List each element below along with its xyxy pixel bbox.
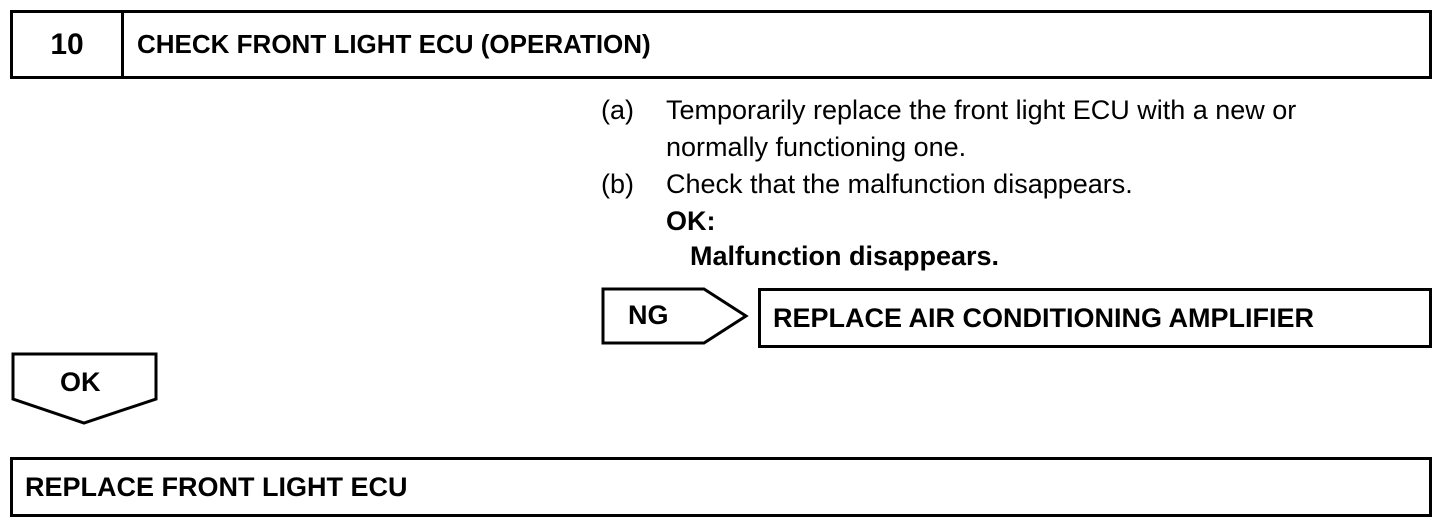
ng-action-box: REPLACE AIR CONDITIONING AMPLIFIER	[758, 288, 1432, 348]
ng-label: NG	[628, 300, 669, 330]
instruction-b-marker: (b)	[601, 169, 634, 199]
step-title: CHECK FRONT LIGHT ECU (OPERATION)	[137, 29, 651, 59]
ok-condition-text: Malfunction disappears.	[690, 241, 1000, 271]
ok-arrow-tag: OK	[11, 352, 158, 425]
ng-action-text: REPLACE AIR CONDITIONING AMPLIFIER	[773, 302, 1315, 333]
ok-arrow-shape	[11, 352, 158, 425]
instruction-a-line-2: normally functioning one.	[666, 132, 967, 162]
ng-arrow-tag: NG	[601, 287, 749, 345]
ok-action-text: REPLACE FRONT LIGHT ECU	[25, 471, 408, 502]
ok-action-box: REPLACE FRONT LIGHT ECU	[10, 457, 1432, 517]
instruction-a-marker: (a)	[601, 95, 634, 125]
step-header: 10 CHECK FRONT LIGHT ECU (OPERATION)	[10, 10, 1432, 79]
instruction-a-line-1: Temporarily replace the front light ECU …	[666, 95, 1297, 125]
ok-condition-label: OK:	[666, 206, 716, 236]
ng-arrow-shape	[601, 287, 749, 345]
instruction-b-line-1: Check that the malfunction disappears.	[666, 169, 1133, 199]
step-number: 10	[13, 13, 124, 76]
ok-label: OK	[60, 367, 101, 397]
